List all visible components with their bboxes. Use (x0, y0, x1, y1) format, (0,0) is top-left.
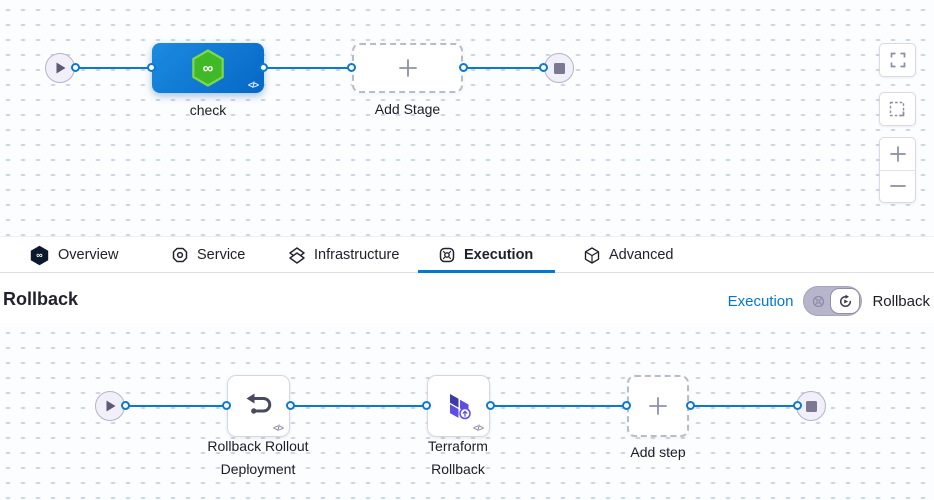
zoom-out-icon (889, 185, 906, 188)
tab-label: Execution (464, 247, 534, 263)
harness-logo-icon: ∞ (30, 245, 49, 266)
code-icon: </> (247, 80, 259, 90)
port[interactable] (259, 63, 268, 72)
stage-tabbar: ∞ Overview Service Infrastructure Execut… (0, 236, 934, 273)
step-node-terraform-rollback[interactable]: </> (427, 375, 490, 437)
stop-icon (805, 400, 817, 412)
tab-label: Advanced (609, 247, 674, 263)
port[interactable] (422, 401, 431, 410)
play-icon (106, 400, 115, 412)
port[interactable] (71, 63, 80, 72)
execution-rollback-switch: Execution Rollback (728, 286, 930, 316)
terraform-icon (450, 393, 471, 419)
zoom-out-button[interactable] (880, 169, 915, 203)
current-view-label: Rollback (872, 292, 930, 310)
edge (264, 67, 352, 69)
tab-execution[interactable]: Execution (439, 237, 533, 273)
tab-label: Overview (58, 247, 119, 263)
stage-label: check (189, 102, 227, 118)
port[interactable] (147, 63, 156, 72)
add-step-button[interactable] (627, 375, 689, 437)
execution-icon (439, 247, 455, 263)
edge (490, 405, 627, 407)
zoom-in-button[interactable] (880, 138, 915, 170)
toggle-knob[interactable] (830, 288, 861, 314)
edge (290, 405, 427, 407)
rollback-header: Rollback Execution Rollback (0, 273, 934, 323)
port[interactable] (286, 401, 295, 410)
fullscreen-button[interactable] (879, 43, 916, 77)
edge (463, 67, 544, 69)
rollback-step-icon (246, 393, 271, 414)
port[interactable] (222, 401, 231, 410)
plus-icon (649, 397, 667, 415)
fullscreen-icon (890, 52, 905, 68)
port[interactable] (459, 63, 468, 72)
zoom-in-icon (889, 145, 906, 162)
step-label: Terraform Rollback (428, 438, 488, 477)
tab-infrastructure[interactable]: Infrastructure (289, 237, 399, 273)
advanced-icon (584, 246, 600, 264)
marquee-select-icon (889, 101, 905, 116)
rollback-start-node[interactable] (95, 391, 125, 421)
tab-service[interactable]: Service (172, 237, 245, 273)
zoom-controls (879, 137, 916, 203)
step-label: Rollback Rollout Deployment (207, 438, 309, 477)
stage-node-check[interactable]: ∞ </> (152, 43, 264, 93)
plus-icon (398, 59, 417, 77)
add-step-label: Add step (630, 444, 686, 460)
edge (690, 405, 798, 407)
rollback-toggle-icon (839, 294, 852, 307)
tab-advanced[interactable]: Advanced (584, 237, 674, 273)
stage-canvas: ∞ </> check Add Stage (0, 0, 934, 237)
stop-icon (553, 62, 565, 74)
port[interactable] (121, 401, 130, 410)
active-tab-underline (418, 270, 555, 273)
play-icon (56, 62, 65, 74)
edge (125, 405, 227, 407)
service-icon (172, 247, 188, 263)
code-icon: </> (272, 423, 284, 433)
execution-view-link[interactable]: Execution (727, 292, 794, 310)
marquee-select-button[interactable] (879, 92, 916, 126)
harness-stage-icon: ∞ (191, 49, 225, 87)
tab-label: Infrastructure (314, 247, 400, 263)
view-toggle[interactable] (803, 286, 863, 316)
add-stage-label: Add Stage (374, 101, 441, 117)
add-stage-button[interactable] (352, 43, 463, 93)
port[interactable] (622, 401, 631, 410)
tab-label: Service (197, 247, 246, 263)
port[interactable] (486, 401, 495, 410)
port[interactable] (793, 401, 802, 410)
infrastructure-icon (289, 246, 305, 264)
edge (75, 67, 152, 69)
execution-toggle-icon (813, 295, 825, 308)
step-node-rollback-rollout[interactable]: </> (227, 375, 290, 437)
section-heading: Rollback (3, 289, 79, 309)
port[interactable] (539, 63, 548, 72)
rollback-canvas: </> Rollback Rollout Deployment </> Terr… (0, 323, 934, 500)
tab-overview[interactable]: ∞ Overview (30, 237, 118, 273)
code-icon: </> (472, 423, 484, 433)
port[interactable] (347, 63, 356, 72)
pipeline-end-node[interactable] (544, 53, 574, 83)
pipeline-start-node[interactable] (45, 53, 75, 83)
port[interactable] (686, 401, 695, 410)
